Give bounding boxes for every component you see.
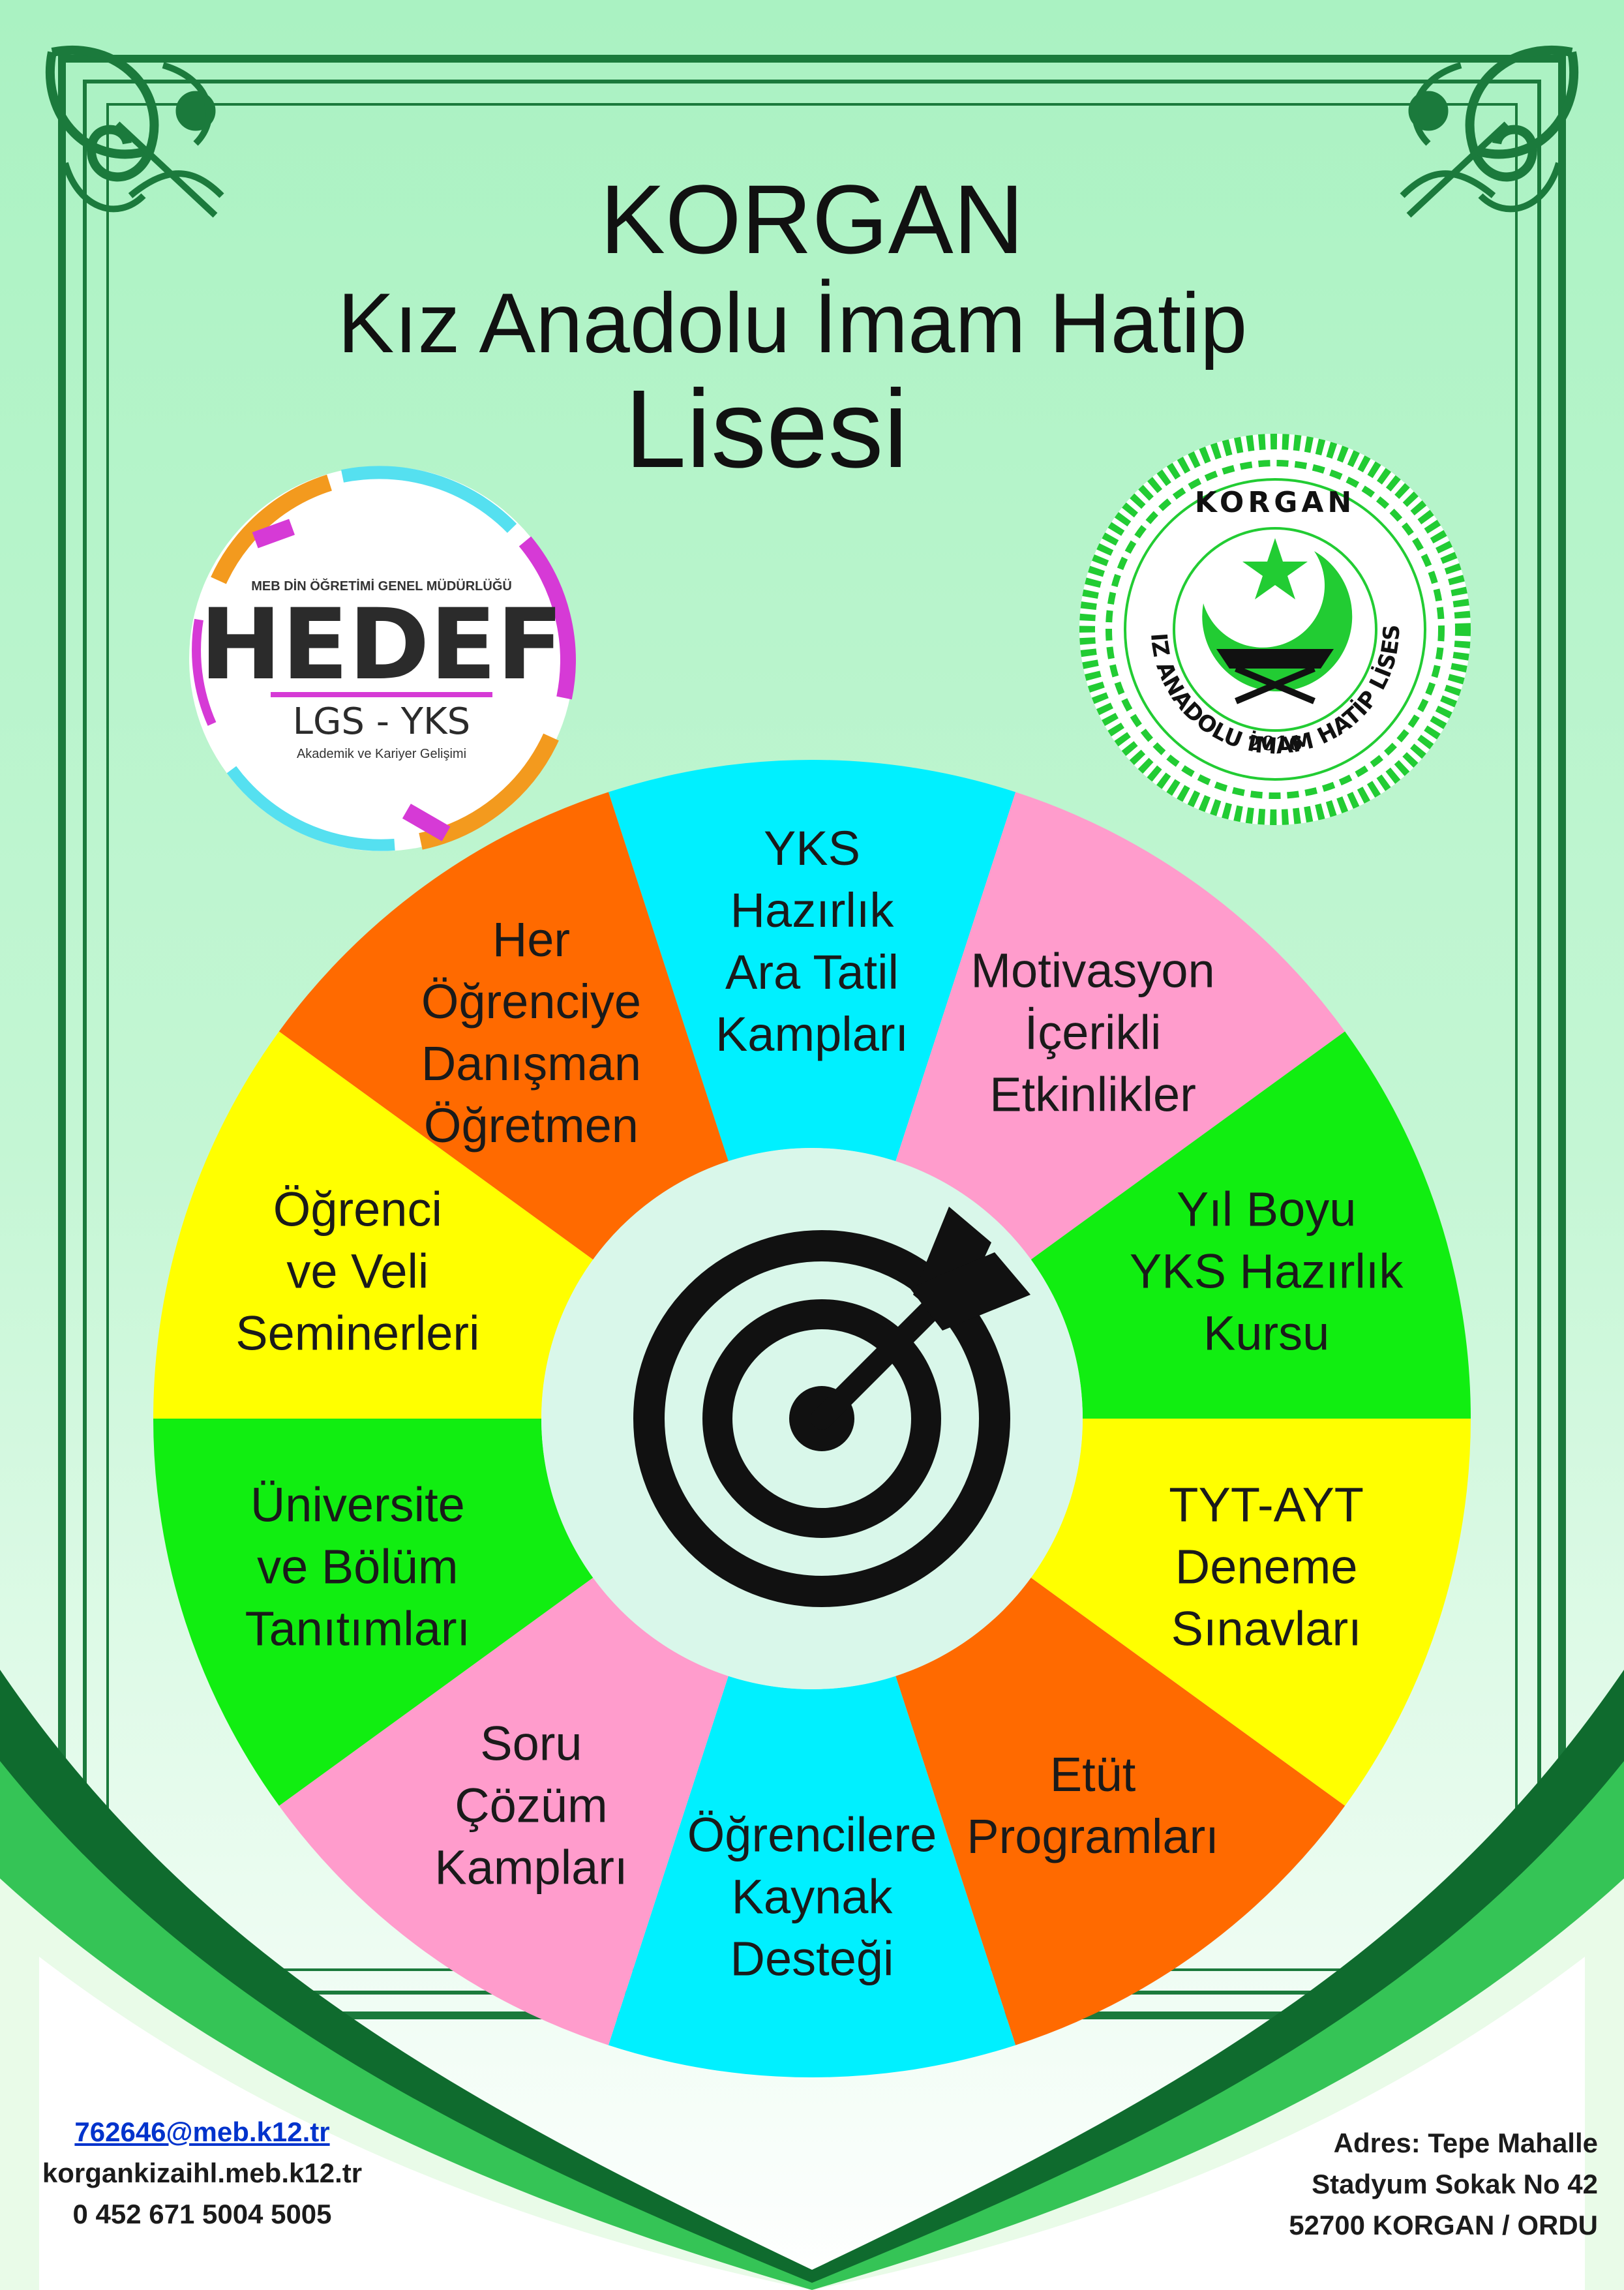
wheel-segment [895, 792, 1346, 1260]
target-icon [541, 1148, 1083, 1689]
hedef-small-text: Akademik ve Kariyer Gelişimi [297, 747, 466, 761]
wheel-segment-label-line: Öğrencilere [687, 1808, 937, 1862]
corner-ornament-left [45, 45, 224, 218]
wheel-segment [278, 1577, 729, 2045]
wheel-segment [1030, 1419, 1471, 1806]
wheel-segment-label-line: Çözüm [455, 1779, 607, 1833]
wheel-segment-label-line: Motivasyon [970, 943, 1214, 997]
hedef-main-text: HEDEF [200, 588, 563, 702]
seal-year: 2016 [1248, 732, 1302, 755]
wheel-segment-label-line: Yıl Boyu [1177, 1183, 1357, 1237]
wheel-segment [608, 760, 1016, 1162]
wheel-segment-label-line: Tanıtımları [245, 1601, 470, 1655]
address-line-1: Adres: Tepe Mahalle [1333, 2128, 1598, 2158]
wheel-segment-label-line: Seminerleri [235, 1306, 479, 1361]
wheel-segment-label-line: ve Veli [286, 1244, 429, 1299]
wheel-segment-label-line: Kampları [434, 1841, 627, 1895]
wheel-segment-label-line: Her [492, 912, 570, 967]
title-korgan: KORGAN [599, 164, 1025, 274]
wheel-segment-label-line: Kursu [1203, 1306, 1329, 1361]
calligraphy-icon [1216, 649, 1334, 669]
wheel-segment [278, 792, 729, 1260]
website-text: korgankizaihl.meb.k12.tr [42, 2158, 363, 2188]
wheel-segment [153, 1419, 594, 1806]
email-link[interactable]: 762646@meb.k12.tr [74, 2117, 330, 2147]
wheel-segment-label-line: ve Bölüm [257, 1539, 458, 1593]
hedef-top-text: MEB DİN ÖĞRETİMİ GENEL MÜDÜRLÜĞÜ [251, 578, 512, 594]
star-icon [1242, 538, 1308, 599]
wheel-segment [1030, 1031, 1471, 1419]
wheel-segment [153, 1031, 594, 1419]
phone-text: 0 452 671 5004 5005 [72, 2199, 332, 2229]
address-line-2: Stadyum Sokak No 42 [1312, 2169, 1598, 2199]
wheel-segment [895, 1577, 1346, 2045]
wheel-segment-label-line: Deneme [1175, 1539, 1358, 1593]
address-line-3: 52700 KORGAN / ORDU [1289, 2210, 1598, 2240]
wheel-segment-label-line: Kampları [715, 1007, 909, 1061]
corner-ornament-right [1400, 45, 1579, 218]
wheel-segment-label-line: Etkinlikler [989, 1067, 1196, 1121]
wheel-segment-label-line: YKS Hazırlık [1130, 1244, 1404, 1299]
wheel-segment-label-line: Üniversite [250, 1477, 465, 1531]
wheel-segment-label-line: İçerikli [1025, 1005, 1162, 1059]
title-school-type: Kız Anadolu İmam Hatip [337, 275, 1248, 370]
hedef-sub-text: LGS - YKS [293, 701, 470, 743]
wheel-segment-label-line: Kaynak [732, 1870, 894, 1924]
wheel-segment-label-line: Öğrenciye [421, 974, 641, 1029]
hedef-logo: MEB DİN ÖĞRETİMİ GENEL MÜDÜRLÜĞÜ HEDEF L… [189, 466, 576, 851]
wheel-segment-label-line: Sınavları [1171, 1601, 1362, 1655]
bottom-banner [0, 1670, 1624, 2290]
wheel-segment-label-line: Öğretmen [424, 1098, 639, 1153]
wheel-segment-label-line: Etüt [1050, 1747, 1136, 1801]
wheel-segment-label-line: Programları [967, 1809, 1219, 1863]
wheel-segment [608, 1676, 1016, 2078]
title-lisesi: Lisesi [624, 367, 909, 491]
wheel-segment-label-line: Hazırlık [730, 883, 895, 937]
seal-top-text: KORGAN [1195, 486, 1355, 519]
school-seal: KORGAN KIZ ANADOLU İMAM HATİP LİSESİ 201… [1079, 434, 1471, 825]
wheel-segment-label-line: Öğrenci [273, 1183, 442, 1237]
wheel-segment-label-line: Ara Tatil [725, 945, 899, 999]
wheel-segment-label-line: YKS [764, 821, 860, 875]
wheel-segment-label-line: Desteği [730, 1932, 894, 1986]
wheel-segment-label-line: Danışman [421, 1036, 641, 1091]
wheel-segment-label-line: Soru [480, 1717, 582, 1771]
wheel-segment-label-line: TYT-AYT [1169, 1477, 1364, 1531]
